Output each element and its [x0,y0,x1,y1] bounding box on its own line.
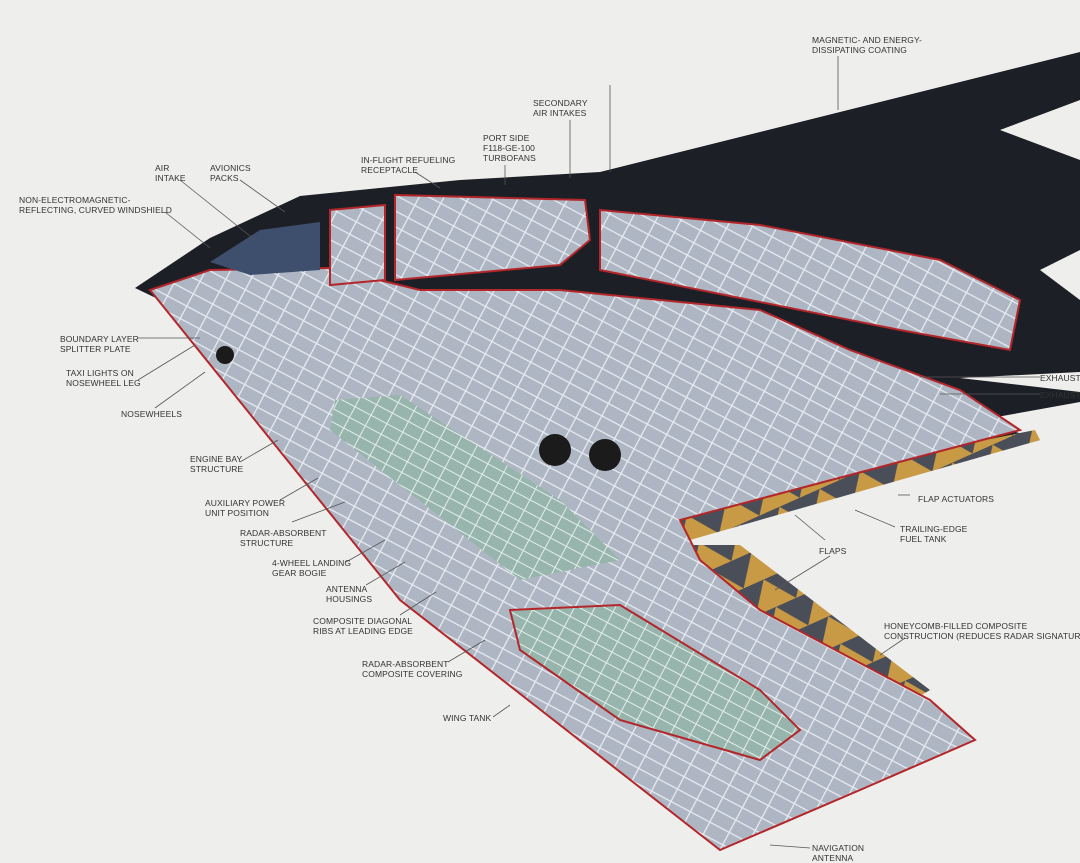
label-antenna-housings: ANTENNA HOUSINGS [326,584,373,604]
main-gear-wheel [539,434,571,466]
label-landing-gear: 4-WHEEL LANDING GEAR BOGIE [272,558,352,578]
label-avionics-packs: AVIONICS PACKS [210,163,251,183]
label-windshield: NON-ELECTROMAGNETIC- REFLECTING, CURVED … [19,195,172,215]
label-radar-absorbent-covering: RADAR-ABSORBENT COMPOSITE COVERING [362,659,463,679]
engine-bay-3 [599,208,1022,352]
label-diagonal-ribs: COMPOSITE DIAGONAL RIBS AT LEADING EDGE [313,616,413,636]
label-refueling-receptacle: IN-FLIGHT REFUELING RECEPTACLE [361,155,456,175]
flaps [660,430,1040,540]
label-flaps: FLAPS [819,546,847,556]
label-wing-tank: WING TANK [443,713,492,723]
label-port-side-turbofans: PORT SIDE F118-GE-100 TURBOFANS [483,133,536,163]
label-flap-actuators: FLAP ACTUATORS [918,494,995,504]
engine-bay-2 [394,193,592,282]
label-engine-bay: ENGINE BAY STRUCTURE [190,454,244,474]
label-radar-absorbent-structure: RADAR-ABSORBENT STRUCTURE [240,528,327,548]
leader-lines [137,56,1040,849]
label-honeycomb: HONEYCOMB-FILLED COMPOSITE CONSTRUCTION … [884,621,1080,641]
label-apu: AUXILIARY POWER UNIT POSITION [205,498,286,518]
center-tank [330,395,620,580]
label-magnetic-coating: MAGNETIC- AND ENERGY- DISSIPATING COATIN… [812,35,922,55]
engine-bays [329,203,386,287]
label-navigation-antenna: NAVIGATION ANTENNA [812,843,865,863]
main-gear-wheel [589,439,621,471]
label-boundary-layer: BOUNDARY LAYER SPLITTER PLATE [60,334,139,354]
label-taxi-lights: TAXI LIGHTS ON NOSEWHEEL LEG [66,368,141,388]
nose-wheel [216,346,234,364]
label-secondary-air-intakes: SECONDARY AIR INTAKES [533,98,588,118]
label-air-intake: AIR INTAKE [155,163,186,183]
label-nosewheels: NOSEWHEELS [121,409,182,419]
wing-tank [508,603,802,762]
label-exhaust-2: EXHAUST E [1040,390,1080,400]
label-exhaust-1: EXHAUST C [1040,373,1080,383]
cockpit-window [210,222,320,275]
label-trailing-edge-tank: TRAILING-EDGE FUEL TANK [900,524,968,544]
